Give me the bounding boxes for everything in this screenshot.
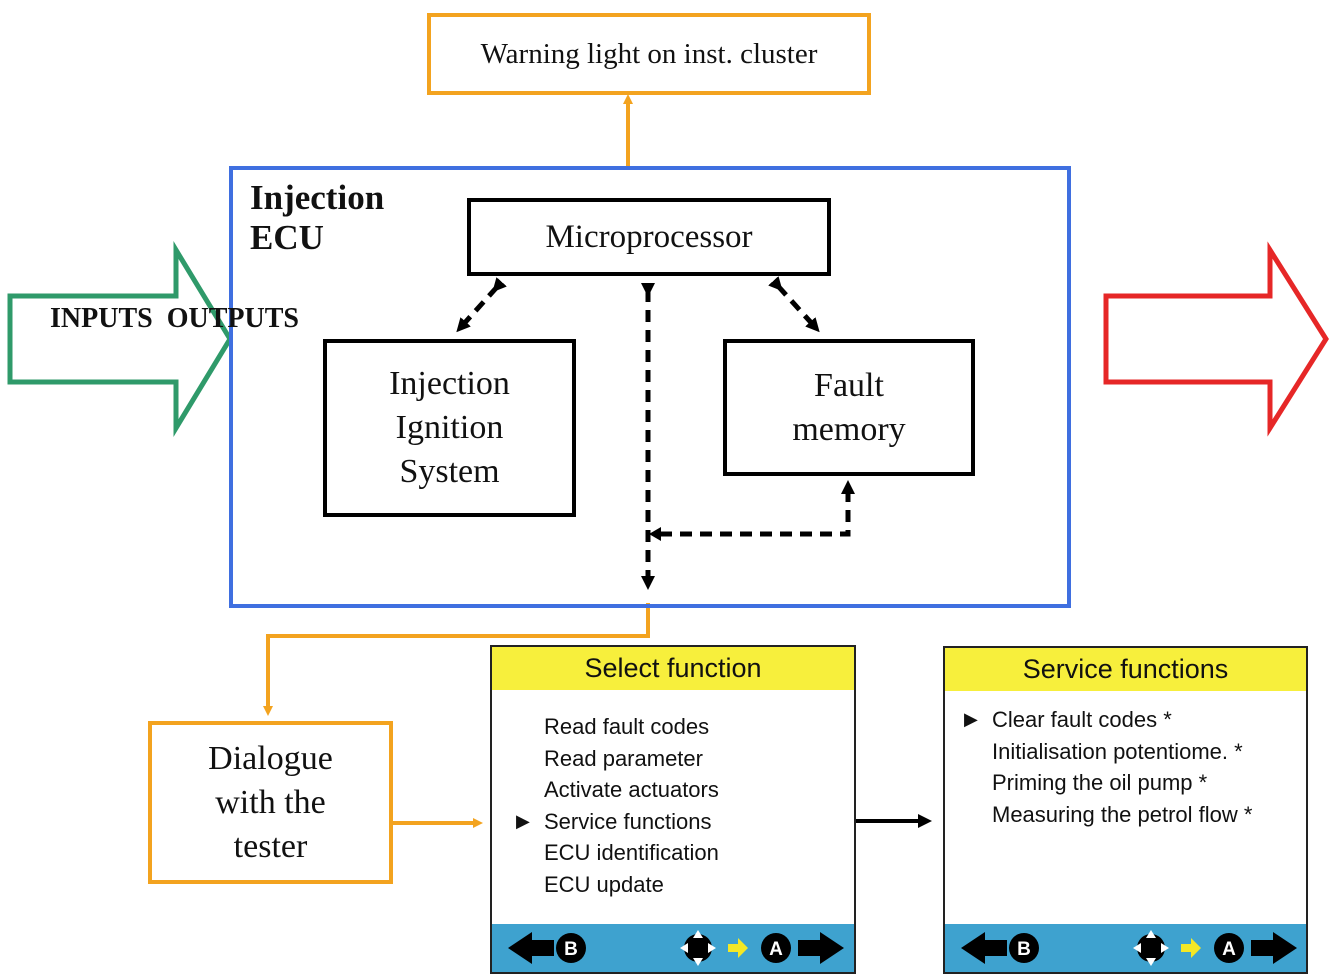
forward-arrow-icon[interactable] — [798, 932, 844, 964]
service-functions-header: Service functions — [945, 648, 1306, 691]
next-small-arrow-icon — [728, 938, 748, 958]
service-functions-screen: Service functions ▶Clear fault codes * I… — [943, 646, 1308, 974]
select-function-footer: B A — [492, 924, 854, 972]
menu-item[interactable]: Initialisation potentiome. * — [992, 738, 1243, 764]
dialogue-connector — [263, 603, 650, 716]
ecu-title: Injection ECU — [250, 178, 450, 258]
dpad-icon[interactable] — [680, 930, 716, 966]
pointer-icon: ▶ — [516, 810, 530, 831]
select-function-header: Select function — [492, 647, 854, 690]
menu-item-selected[interactable]: ▶Clear fault codes * — [964, 704, 1252, 736]
pointer-icon: ▶ — [964, 709, 978, 729]
fault-tester-link — [660, 480, 855, 537]
dialogue-line3: tester — [233, 827, 308, 865]
ecu-title-line1: Injection — [250, 178, 385, 217]
forward-arrow-icon[interactable] — [1251, 932, 1297, 964]
fault-line2: memory — [792, 410, 906, 448]
injection-line3: System — [399, 453, 500, 490]
svg-text:A: A — [1222, 939, 1236, 960]
fault-line1: Fault — [814, 366, 884, 404]
a-button-icon[interactable]: A — [1214, 933, 1244, 963]
micro-injection-link — [456, 277, 507, 333]
microprocessor-box: Microprocessor — [467, 198, 831, 276]
select-function-screen: Select function Read fault codes Read pa… — [490, 645, 856, 974]
menu-item[interactable]: Read fault codes — [544, 714, 710, 739]
menu-item[interactable]: Activate actuators — [544, 777, 719, 802]
dpad-icon[interactable] — [1133, 930, 1169, 966]
back-arrow-icon[interactable] — [508, 932, 554, 964]
b-button-icon[interactable]: B — [556, 933, 586, 963]
b-button-icon[interactable]: B — [1009, 933, 1039, 963]
ecu-title-line2: ECU — [250, 218, 324, 257]
micro-fault-link — [768, 276, 820, 333]
inputs-arrow — [7, 241, 233, 437]
back-arrow-icon[interactable] — [961, 932, 1007, 964]
injection-ecu-box — [229, 166, 1071, 608]
microprocessor-label: Microprocessor — [545, 218, 753, 255]
menu-item[interactable]: ECU update — [544, 871, 664, 897]
injection-line1: Injection — [389, 365, 510, 402]
dialogue-tester-box: Dialogue with the tester — [148, 721, 393, 884]
svg-text:A: A — [769, 939, 783, 960]
select-function-menu: Read fault codes Read parameter Activate… — [516, 711, 719, 900]
outputs-arrow — [1103, 241, 1329, 437]
svg-text:B: B — [564, 939, 578, 960]
dialogue-line2: with the — [215, 783, 326, 821]
warning-light-label: Warning light on inst. cluster — [480, 37, 818, 70]
dialogue-line1: Dialogue — [208, 739, 333, 777]
fault-memory-box: Fault memory — [723, 339, 975, 476]
menu-item[interactable]: Priming the oil pump * — [992, 770, 1208, 795]
next-small-arrow-icon — [1181, 938, 1201, 958]
service-functions-menu: ▶Clear fault codes * Initialisation pote… — [964, 704, 1253, 830]
injection-line2: Ignition — [395, 409, 504, 446]
menu-item[interactable]: ECU identification — [544, 840, 719, 865]
menu-item[interactable]: Measuring the petrol flow * — [992, 801, 1253, 827]
warning-light-box: Warning light on inst. cluster — [427, 13, 871, 95]
menu-item-selected[interactable]: ▶Service functions — [516, 806, 719, 838]
injection-ignition-box: Injection Ignition System — [323, 339, 576, 517]
svg-text:B: B — [1017, 939, 1031, 960]
inputs-outputs-label: INPUTS OUTPUTS — [50, 303, 299, 334]
service-functions-footer: B A — [945, 924, 1306, 972]
menu-item[interactable]: Read parameter — [544, 745, 703, 771]
a-button-icon[interactable]: A — [761, 933, 791, 963]
